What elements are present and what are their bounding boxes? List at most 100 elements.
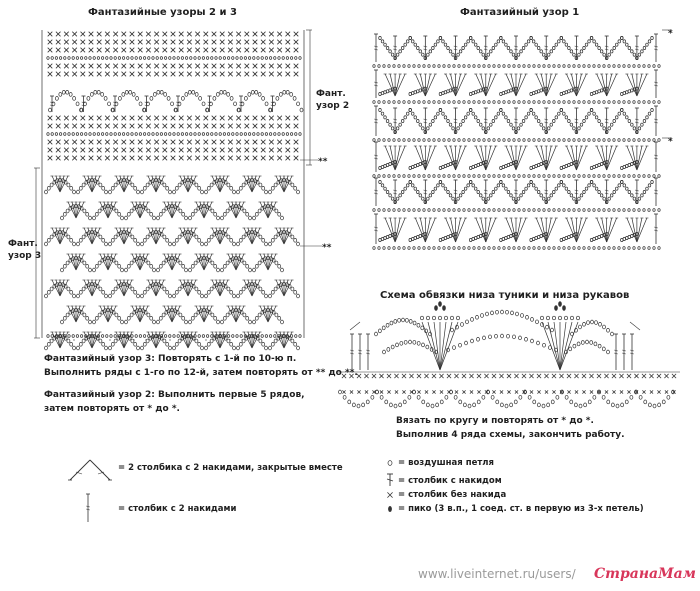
ch-symbol xyxy=(475,315,479,320)
tr-symbol xyxy=(239,95,243,112)
sc-symbol xyxy=(293,147,299,153)
ch-symbol xyxy=(399,341,404,346)
ch-symbol xyxy=(69,186,74,191)
ch-symbol xyxy=(564,349,568,355)
sc-symbol xyxy=(285,47,291,53)
ch-symbol xyxy=(652,174,656,178)
ch-symbol xyxy=(212,96,217,101)
ch-symbol xyxy=(193,312,198,318)
ch-symbol xyxy=(46,186,51,191)
ch-symbol xyxy=(232,345,236,351)
ch-symbol xyxy=(446,347,450,353)
ch-symbol xyxy=(432,100,436,104)
sc-symbol xyxy=(219,123,225,129)
ch-symbol xyxy=(293,342,298,347)
ch-symbol xyxy=(138,101,143,107)
sc-symbol xyxy=(154,63,160,69)
ch-symbol xyxy=(190,264,195,269)
ch-symbol xyxy=(252,319,256,325)
ch-symbol xyxy=(146,208,151,214)
sc-symbol xyxy=(55,139,61,145)
tr-symbol xyxy=(176,95,180,112)
picot-symbol xyxy=(438,301,442,307)
ch-symbol xyxy=(293,186,298,191)
sc-symbol xyxy=(219,147,225,153)
ch-symbol xyxy=(657,64,661,68)
ch-symbol xyxy=(585,339,589,345)
ch-symbol xyxy=(236,189,240,195)
sc-symbol xyxy=(409,373,414,379)
star-mark: * xyxy=(668,29,673,39)
ch-symbol xyxy=(403,115,407,120)
ch-symbol xyxy=(108,189,112,195)
ch-symbol xyxy=(420,315,424,321)
sc-symbol xyxy=(219,71,225,77)
ch-symbol xyxy=(432,246,436,250)
ch-symbol xyxy=(270,186,275,191)
ch-symbol xyxy=(222,316,227,321)
ch-symbol xyxy=(511,126,516,131)
ch-symbol xyxy=(50,334,54,338)
sc-symbol xyxy=(170,47,176,53)
ch-symbol xyxy=(579,49,584,54)
sc-symbol xyxy=(104,139,110,145)
ch-symbol xyxy=(455,324,459,330)
sc-symbol xyxy=(113,47,119,53)
sc-symbol xyxy=(649,390,654,394)
ch-symbol xyxy=(130,338,135,344)
sc-symbol xyxy=(469,390,474,394)
ch-symbol xyxy=(163,92,168,97)
ch-symbol xyxy=(277,264,282,269)
ch-symbol xyxy=(152,267,156,273)
ch-symbol xyxy=(168,334,172,338)
ch-symbol xyxy=(158,264,163,269)
ch-symbol xyxy=(387,460,393,466)
ch-symbol xyxy=(407,138,411,142)
ch-symbol xyxy=(50,132,54,136)
sc-symbol xyxy=(186,31,192,37)
ch-symbol xyxy=(264,56,268,60)
sc-symbol xyxy=(137,31,143,37)
ch-symbol xyxy=(657,246,661,250)
ch-symbol xyxy=(461,190,465,194)
ch-symbol xyxy=(463,186,468,191)
ch-symbol xyxy=(542,126,546,131)
ch-symbol xyxy=(220,267,224,273)
ch-symbol xyxy=(158,212,163,217)
ch-symbol xyxy=(524,186,528,191)
ch-symbol xyxy=(84,334,88,338)
sc-symbol xyxy=(186,123,192,129)
ch-symbol xyxy=(512,334,516,340)
ch-symbol xyxy=(458,122,463,127)
ch-symbol xyxy=(101,342,106,347)
sc-symbol xyxy=(72,139,78,145)
ch-symbol xyxy=(296,241,300,247)
ch-symbol xyxy=(505,309,509,315)
ch-symbol xyxy=(458,399,463,405)
sc-symbol xyxy=(170,147,176,153)
ch-symbol xyxy=(602,126,606,131)
ch-symbol xyxy=(577,174,581,178)
ch-symbol xyxy=(506,119,511,123)
ch-symbol xyxy=(500,402,504,408)
ch-symbol xyxy=(635,160,639,164)
ch-symbol xyxy=(378,328,382,334)
ch-symbol xyxy=(607,52,611,57)
sc-symbol xyxy=(195,63,201,69)
ch-symbol xyxy=(273,182,278,188)
ch-symbol xyxy=(71,334,75,338)
ch-symbol xyxy=(378,180,382,184)
ch-symbol xyxy=(452,100,456,104)
ch-symbol xyxy=(521,119,526,123)
ch-symbol xyxy=(597,100,601,104)
ch-symbol xyxy=(190,212,195,217)
ch-symbol xyxy=(418,193,422,198)
ch-symbol xyxy=(389,320,394,326)
ch-symbol xyxy=(504,115,508,120)
ch-symbol xyxy=(453,86,458,91)
ch-symbol xyxy=(507,138,511,142)
ch-symbol xyxy=(72,96,76,101)
sc-symbol xyxy=(664,373,669,379)
ch-symbol xyxy=(476,399,481,405)
ch-symbol xyxy=(617,100,621,104)
